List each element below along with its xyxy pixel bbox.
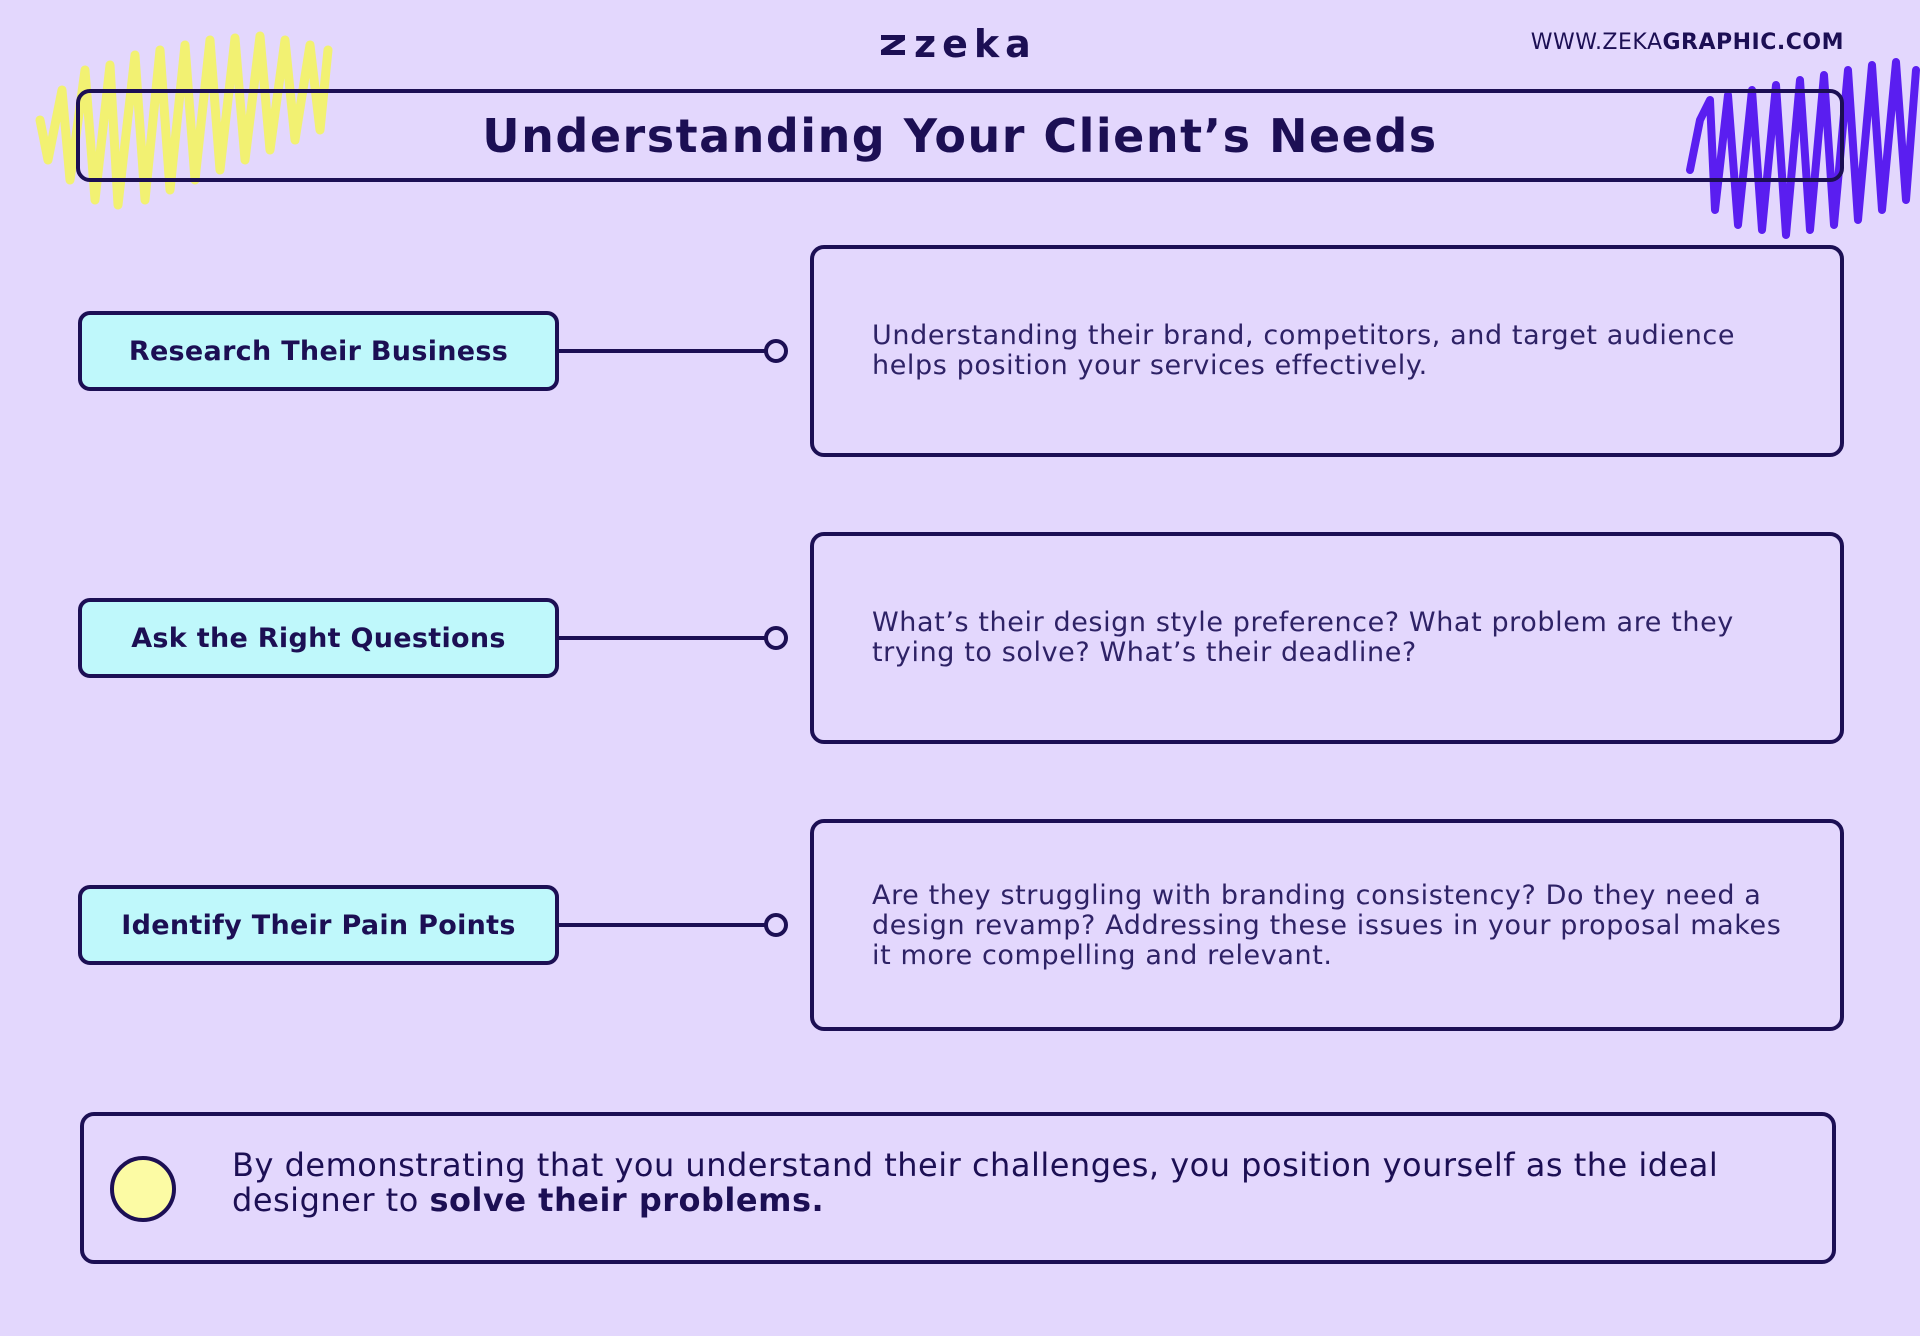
step-description: What’s their design style preference? Wh… <box>872 607 1734 668</box>
page-title: Understanding Your Client’s Needs <box>482 108 1438 163</box>
website-url: WWW.ZEKAGRAPHIC.COM <box>1531 30 1844 55</box>
purple-scribble-icon <box>1686 58 1920 239</box>
step-pill-research: Research Their Business <box>78 311 559 391</box>
connector-node <box>764 626 788 650</box>
zeka-logo: zeka <box>880 22 1040 66</box>
step-label: Identify Their Pain Points <box>121 909 516 941</box>
step-description-box: What’s their design style preference? Wh… <box>810 532 1844 744</box>
step-pill-pain-points: Identify Their Pain Points <box>78 885 559 965</box>
bullet-dot <box>110 1156 176 1222</box>
step-pill-questions: Ask the Right Questions <box>78 598 559 678</box>
summary-text: By demonstrating that you understand the… <box>232 1148 1772 1218</box>
title-box: Understanding Your Client’s Needs <box>76 89 1844 182</box>
step-connector <box>559 923 767 927</box>
logo-text: zeka <box>914 22 1037 66</box>
step-connector <box>559 349 767 353</box>
url-regular: WWW.ZEKA <box>1530 30 1663 55</box>
step-description: Are they struggling with branding consis… <box>872 880 1782 971</box>
url-bold: GRAPHIC.COM <box>1662 30 1844 55</box>
summary-regular: By demonstrating that you understand the… <box>232 1146 1719 1219</box>
step-label: Research Their Business <box>128 335 509 367</box>
step-description-box: Are they struggling with branding consis… <box>810 819 1844 1031</box>
connector-node <box>764 339 788 363</box>
summary-bold: solve their problems. <box>429 1181 825 1219</box>
step-label: Ask the Right Questions <box>131 622 506 654</box>
yellow-scribble-icon <box>35 31 333 210</box>
zeka-logo-mark-icon <box>881 35 905 55</box>
summary-box <box>80 1112 1836 1264</box>
step-description-box: Understanding their brand, competitors, … <box>810 245 1844 457</box>
connector-node <box>764 913 788 937</box>
step-description: Understanding their brand, competitors, … <box>872 320 1736 381</box>
step-connector <box>559 636 767 640</box>
